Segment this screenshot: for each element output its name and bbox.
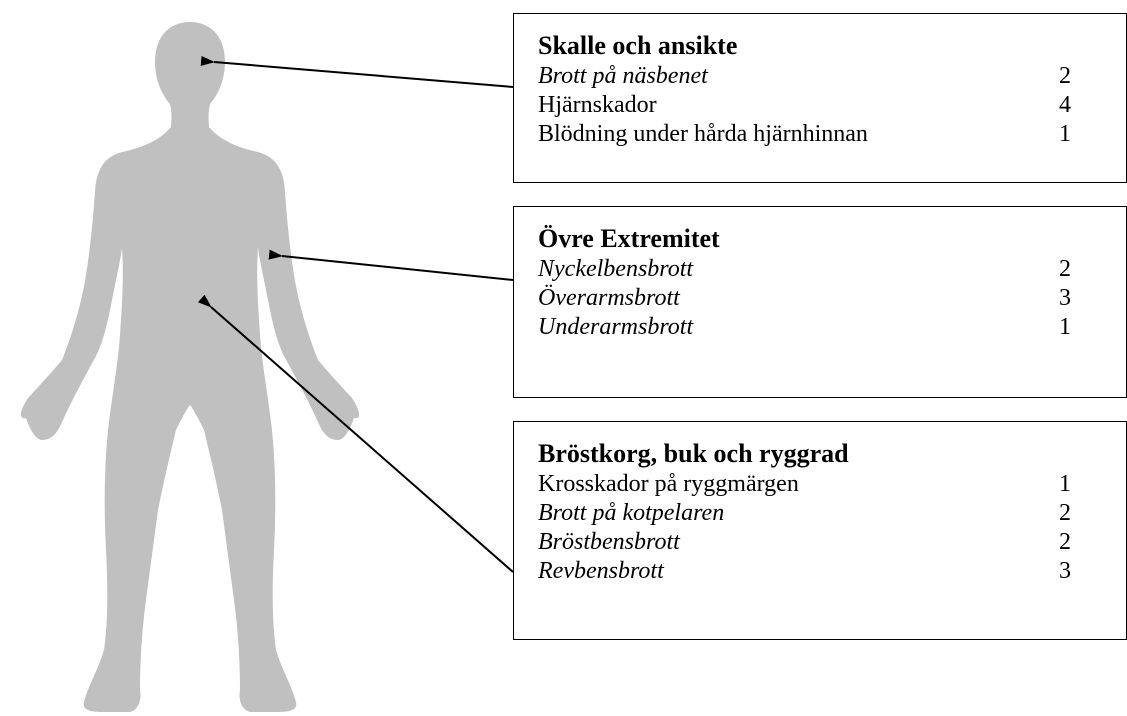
human-silhouette-icon (21, 22, 359, 712)
injury-count: 2 (1059, 255, 1071, 284)
box-title: Skalle och ansikte (538, 28, 1102, 62)
injury-entry: Hjärnskador 4 (538, 91, 1102, 120)
head-injury-box: Skalle och ansikte Brott på näsbenet 2 H… (513, 13, 1127, 183)
head-arrow (214, 62, 513, 87)
injury-label: Blödning under hårda hjärnhinnan (538, 121, 868, 147)
injury-entry: Revbensbrott 3 (538, 557, 1102, 586)
injury-label: Brott på kotpelaren (538, 500, 724, 526)
box-title: Övre Extremitet (538, 221, 1102, 255)
upper-extremity-box: Övre Extremitet Nyckelbensbrott 2 Överar… (513, 206, 1127, 398)
box-title: Bröstkorg, buk och ryggrad (538, 436, 1102, 470)
injury-count: 1 (1059, 313, 1071, 342)
injury-entry: Överarmsbrott 3 (538, 284, 1102, 313)
injury-label: Underarmsbrott (538, 314, 693, 340)
injury-entry: Bröstbensbrott 2 (538, 528, 1102, 557)
injury-count: 2 (1059, 499, 1071, 528)
injury-count: 1 (1059, 470, 1071, 499)
injury-count: 2 (1059, 62, 1071, 91)
injury-entry: Krosskador på ryggmärgen 1 (538, 470, 1102, 499)
injury-label: Revbensbrott (538, 558, 664, 584)
injury-count: 2 (1059, 528, 1071, 557)
injury-entry: Brott på näsbenet 2 (538, 62, 1102, 91)
injury-label: Överarmsbrott (538, 285, 680, 311)
injury-label: Hjärnskador (538, 92, 657, 118)
torso-injury-box: Bröstkorg, buk och ryggrad Krosskador på… (513, 421, 1127, 640)
injury-label: Bröstbensbrott (538, 529, 680, 555)
injury-label: Brott på näsbenet (538, 63, 708, 89)
arm-arrow (282, 256, 513, 280)
injury-label: Nyckelbensbrott (538, 256, 693, 282)
injury-count: 1 (1059, 120, 1071, 149)
injury-entry: Underarmsbrott 1 (538, 313, 1102, 342)
injury-entry: Nyckelbensbrott 2 (538, 255, 1102, 284)
injury-count: 3 (1059, 284, 1071, 313)
injury-entry: Blödning under hårda hjärnhinnan 1 (538, 120, 1102, 149)
injury-count: 3 (1059, 557, 1071, 586)
injury-entry: Brott på kotpelaren 2 (538, 499, 1102, 528)
injury-label: Krosskador på ryggmärgen (538, 471, 799, 497)
injury-count: 4 (1059, 91, 1071, 120)
